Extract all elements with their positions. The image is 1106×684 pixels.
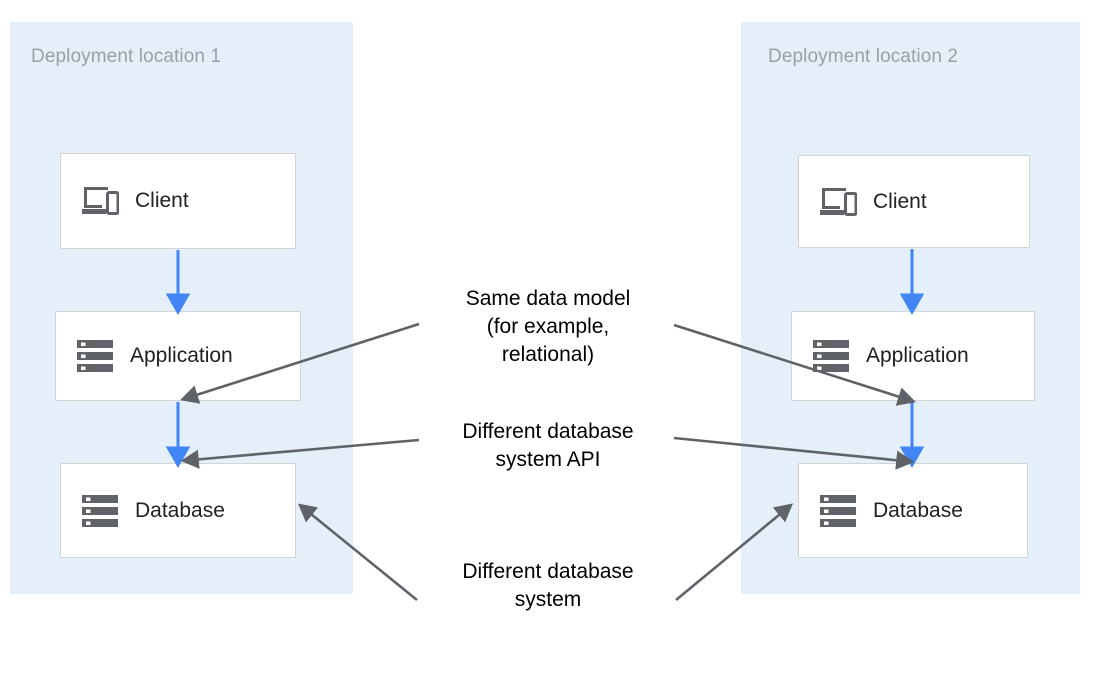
node-client-2[interactable]: Client	[798, 155, 1030, 248]
node-database-1[interactable]: Database	[60, 463, 296, 558]
node-application-2[interactable]: Application	[791, 311, 1035, 401]
deployment-zone-1-title: Deployment location 1	[31, 46, 222, 67]
server-icon	[818, 491, 858, 531]
node-database-1-label: Database	[135, 498, 225, 522]
devices-icon	[818, 182, 858, 222]
annotation-same-data-model: Same data model (for example, relational…	[465, 287, 631, 366]
node-application-1-label: Application	[130, 344, 233, 367]
deployment-zone-2-title: Deployment location 2	[768, 46, 959, 67]
devices-icon	[80, 181, 120, 221]
node-database-2-label: Database	[873, 498, 963, 522]
annotation-different-database-api: Different database system API	[462, 420, 634, 471]
node-application-2-label: Application	[866, 344, 969, 367]
server-icon	[811, 336, 851, 376]
node-application-1[interactable]: Application	[55, 311, 301, 401]
node-client-1[interactable]: Client	[60, 153, 296, 249]
annotation-different-database-system: Different database system	[462, 560, 634, 611]
server-icon	[75, 336, 115, 376]
node-database-2[interactable]: Database	[798, 463, 1028, 558]
server-icon	[80, 491, 120, 531]
node-client-2-label: Client	[873, 189, 927, 213]
node-client-1-label: Client	[135, 189, 189, 212]
